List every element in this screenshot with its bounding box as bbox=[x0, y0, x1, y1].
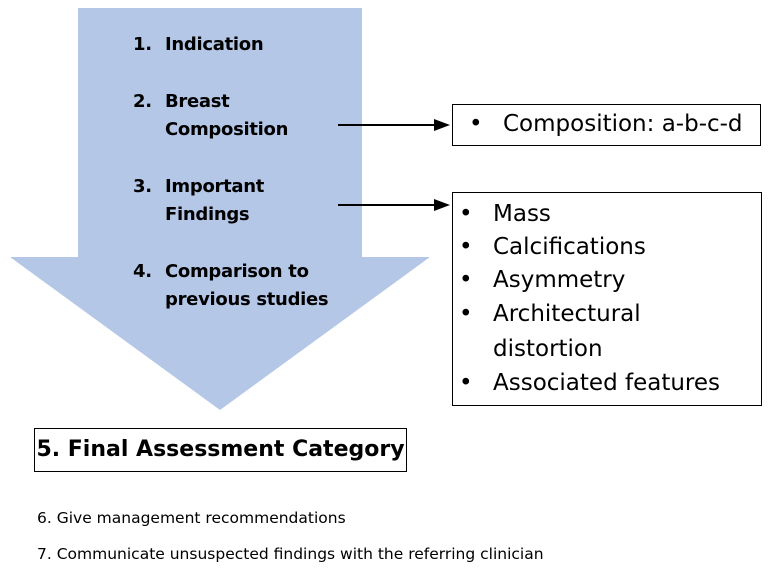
bullet: • bbox=[459, 370, 473, 396]
connector-arrowhead-composition bbox=[434, 119, 450, 131]
finding-text: Asymmetry bbox=[493, 267, 626, 293]
final-assessment-label: 5. Final Assessment Category bbox=[36, 437, 405, 462]
connector-arrowhead-findings bbox=[434, 199, 450, 211]
step-label-line-2: Findings bbox=[165, 204, 250, 225]
finding-text: Mass bbox=[493, 201, 551, 227]
finding-text: Associated features bbox=[493, 370, 721, 396]
bullet: • bbox=[459, 301, 473, 327]
note-communicate-findings: 7. Communicate unsuspected findings with… bbox=[37, 545, 544, 563]
finding-text-line-2: distortion bbox=[493, 336, 603, 362]
step-number: 2. bbox=[133, 91, 152, 112]
bullet: • bbox=[459, 201, 473, 227]
composition-text: Composition: a-b-c-d bbox=[503, 111, 743, 137]
step-number: 3. bbox=[133, 176, 152, 197]
finding-text: Calcifications bbox=[493, 234, 646, 260]
step-number: 1. bbox=[133, 34, 152, 55]
big-down-arrow bbox=[10, 8, 430, 410]
finding-text-line-1: Architectural bbox=[493, 301, 641, 327]
final-assessment-box: 5. Final Assessment Category bbox=[34, 428, 407, 472]
step-label-line-2: previous studies bbox=[165, 289, 329, 310]
step-number: 4. bbox=[133, 261, 152, 282]
bullet: • bbox=[469, 111, 483, 137]
bullet: • bbox=[459, 234, 473, 260]
step-label-line-1: Comparison to bbox=[165, 261, 309, 282]
step-label-line-2: Composition bbox=[165, 119, 289, 140]
findings-box: • Mass • Calcifications • Asymmetry • Ar… bbox=[452, 192, 762, 406]
note-management-recommendations: 6. Give management recommendations bbox=[37, 509, 346, 527]
step-label: Indication bbox=[165, 34, 264, 55]
composition-box: • Composition: a-b-c-d bbox=[452, 104, 761, 146]
bullet: • bbox=[459, 267, 473, 293]
step-label-line-1: Important bbox=[165, 176, 265, 197]
step-label-line-1: Breast bbox=[165, 91, 230, 112]
